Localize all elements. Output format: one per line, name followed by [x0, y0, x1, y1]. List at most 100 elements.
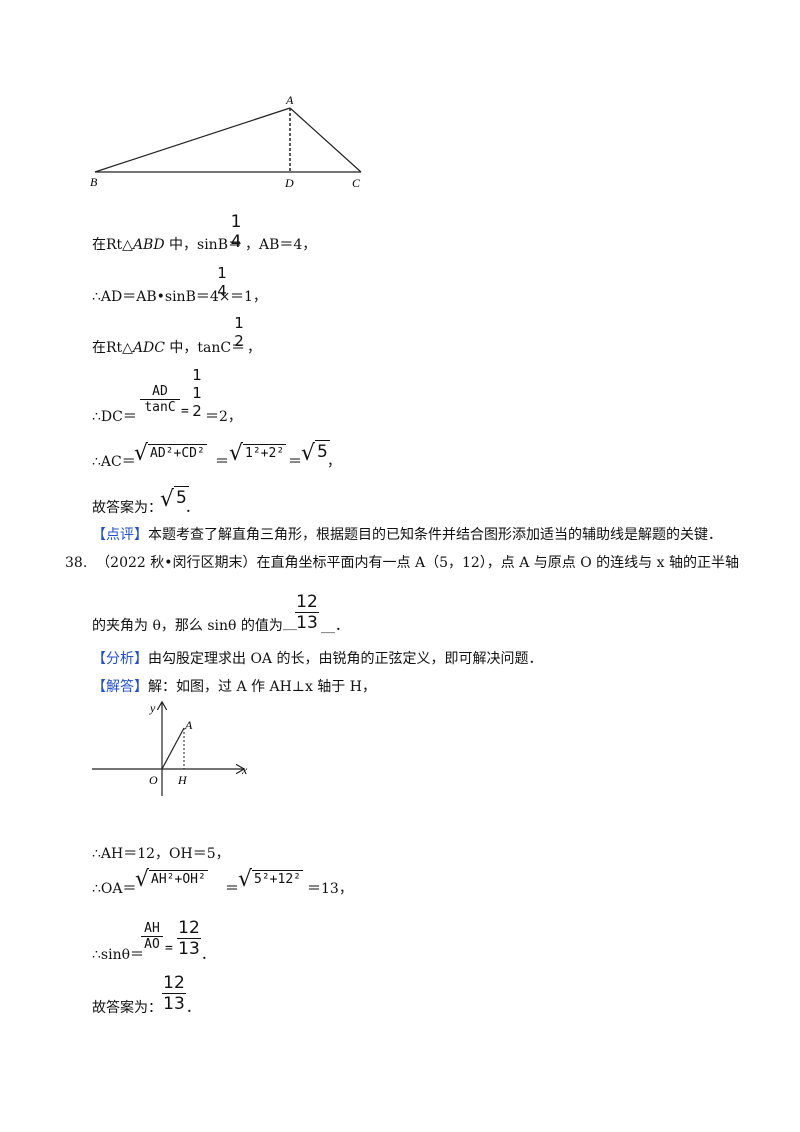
comment-tag: 【点评】 — [92, 527, 148, 543]
line-5-pre: ∴AC＝ — [92, 454, 136, 470]
fraction-bar — [141, 936, 163, 937]
radicand: 5 — [174, 486, 189, 508]
radical-sign: √ — [301, 441, 316, 466]
fraction-numerator: 12 — [296, 592, 318, 612]
line-1: 在Rt△ABD 中，sinB＝ — [92, 234, 242, 254]
q38-line-2: 的夹角为 θ，那么 sinθ 的值为 — [92, 618, 283, 634]
q38-blank-left: __ — [283, 615, 297, 631]
label-y: y — [149, 701, 156, 715]
fraction-bar — [295, 612, 319, 613]
radical-sign: √ — [229, 441, 244, 466]
axes-figure: y x A O H — [92, 698, 248, 796]
q38-number: 38. — [65, 555, 88, 571]
line-9-post: ． — [201, 947, 215, 963]
line-5-sqrt-1: √AD²+CD² — [134, 441, 207, 466]
q38-answer-fraction: 12 13 — [295, 592, 319, 633]
line-3-pre: 在Rt△ — [92, 340, 133, 356]
label-c: C — [352, 176, 361, 190]
answer-tag: 【解答】 — [92, 679, 148, 695]
line-5-eq-1: ＝ — [215, 454, 229, 470]
fraction-denominator: 2 — [234, 332, 244, 350]
line-3-adc: ADC — [132, 340, 165, 356]
line-10-post: ． — [186, 1000, 200, 1016]
fraction-numerator: 1 — [230, 212, 242, 232]
label-h: H — [177, 773, 188, 787]
radical-sign: √ — [135, 867, 150, 892]
fraction-denominator: 13 — [296, 613, 318, 633]
analysis-text: 由勾股定理求出 OA 的长，由锐角的正弦定义，即可解决问题． — [148, 651, 543, 667]
line-2-post: ＝1， — [230, 289, 267, 305]
line-2: ∴AD＝AB•sinB＝4× — [92, 289, 231, 305]
radicand: AH²+OH² — [149, 870, 208, 887]
line-5-post: ， — [327, 454, 341, 470]
line-8-pre: ∴OA＝ — [92, 881, 137, 897]
line-9-fraction-1: AH AO — [141, 921, 163, 952]
line-4-pre: ∴DC＝ — [92, 409, 137, 425]
radicand: 5²+12² — [252, 870, 303, 887]
fraction-bar — [140, 399, 180, 400]
comment: 【点评】本题考查了解直角三角形，根据题目的已知条件并结合图形添加适当的辅助线是解… — [92, 524, 722, 544]
fraction-denominator: 13 — [163, 994, 185, 1014]
line-1-fraction: 1 4 — [229, 212, 243, 252]
comment-text: 本题考查了解直角三角形，根据题目的已知条件并结合图形添加适当的辅助线是解题的关键… — [148, 527, 722, 543]
fraction-numerator: AD — [152, 384, 168, 399]
line-8-sqrt-2: √5²+12² — [238, 867, 303, 892]
line-6-sqrt: √5 — [160, 486, 189, 512]
line-8-eq: ＝ — [225, 881, 239, 897]
fraction-denominator: 4 — [217, 282, 227, 300]
fraction-denominator: tanC — [144, 400, 176, 415]
radicand: 1²+2² — [243, 444, 287, 461]
line-9-eq: = — [165, 941, 173, 956]
line-5-eq-2: ＝ — [288, 454, 302, 470]
fraction-numerator: 1 — [217, 264, 227, 282]
fraction-denominator: 13 — [178, 939, 200, 959]
line-1-mid: 中，sinB＝ — [164, 237, 242, 253]
fraction-denominator: 2 — [192, 402, 202, 420]
line-4-eq: = — [181, 404, 189, 419]
line-10-pre: 故答案为： — [92, 1000, 162, 1016]
answer-text: 解：如图，过 A 作 AH⊥x 轴于 H， — [148, 679, 376, 695]
line-4-post: ＝2， — [205, 409, 242, 425]
line-8-sqrt-1: √AH²+OH² — [135, 867, 208, 892]
analysis: 【分析】由勾股定理求出 OA 的长，由锐角的正弦定义，即可解决问题． — [92, 648, 543, 668]
label-a: A — [285, 93, 294, 107]
label-d: D — [284, 176, 294, 190]
side-ac — [289, 107, 362, 173]
fraction-bar — [177, 938, 201, 939]
line-4-fraction-2: 1 1 2 — [191, 366, 203, 420]
q38-line-1: 38. （2022 秋•闵行区期末）在直角坐标平面内有一点 A（5，12），点 … — [65, 552, 739, 572]
analysis-tag: 【分析】 — [92, 651, 148, 667]
line-7: ∴AH＝12，OH＝5， — [92, 846, 230, 862]
radicand: 5 — [315, 440, 330, 462]
label-b: B — [90, 175, 98, 189]
fraction-numerator-denominator: 1 — [192, 384, 202, 402]
radicand: AD²+CD² — [148, 444, 207, 461]
radical-sign: √ — [134, 441, 149, 466]
line-8-post: ＝13， — [307, 881, 353, 897]
line-1-post: ，AB＝4， — [245, 237, 317, 253]
fraction-numerator: 12 — [163, 973, 185, 993]
line-2-fraction: 1 4 — [216, 264, 228, 300]
side-ab — [94, 107, 291, 173]
fraction-denominator: 4 — [230, 232, 242, 252]
fraction-numerator: 1 — [234, 314, 244, 332]
line-5-sqrt-2: √1²+2² — [229, 441, 287, 466]
q38-text: （2022 秋•闵行区期末）在直角坐标平面内有一点 A（5，12），点 A 与原… — [96, 555, 739, 571]
line-3-post: ， — [247, 340, 261, 356]
fraction-bar — [162, 993, 186, 994]
line-1-pre: 在Rt△ — [92, 237, 133, 253]
radical-sign: √ — [238, 867, 253, 892]
fraction-numerator: 1 — [192, 366, 202, 384]
line-3-fraction: 1 2 — [233, 314, 245, 350]
q38-blank-right: __． — [321, 618, 349, 634]
line-3-mid: 中，tanC＝ — [164, 340, 246, 356]
label-x: x — [241, 763, 248, 777]
line-4-fraction-1: AD tanC — [140, 384, 180, 415]
line-6-post: ． — [185, 500, 199, 516]
fraction-denominator: AO — [144, 937, 160, 952]
line-3: 在Rt△ADC 中，tanC＝ — [92, 337, 245, 357]
radical-sign: √ — [160, 487, 175, 512]
line-5-sqrt-3: √5 — [301, 440, 330, 466]
line-9-fraction-2: 12 13 — [177, 918, 201, 959]
label-o: O — [149, 773, 158, 787]
